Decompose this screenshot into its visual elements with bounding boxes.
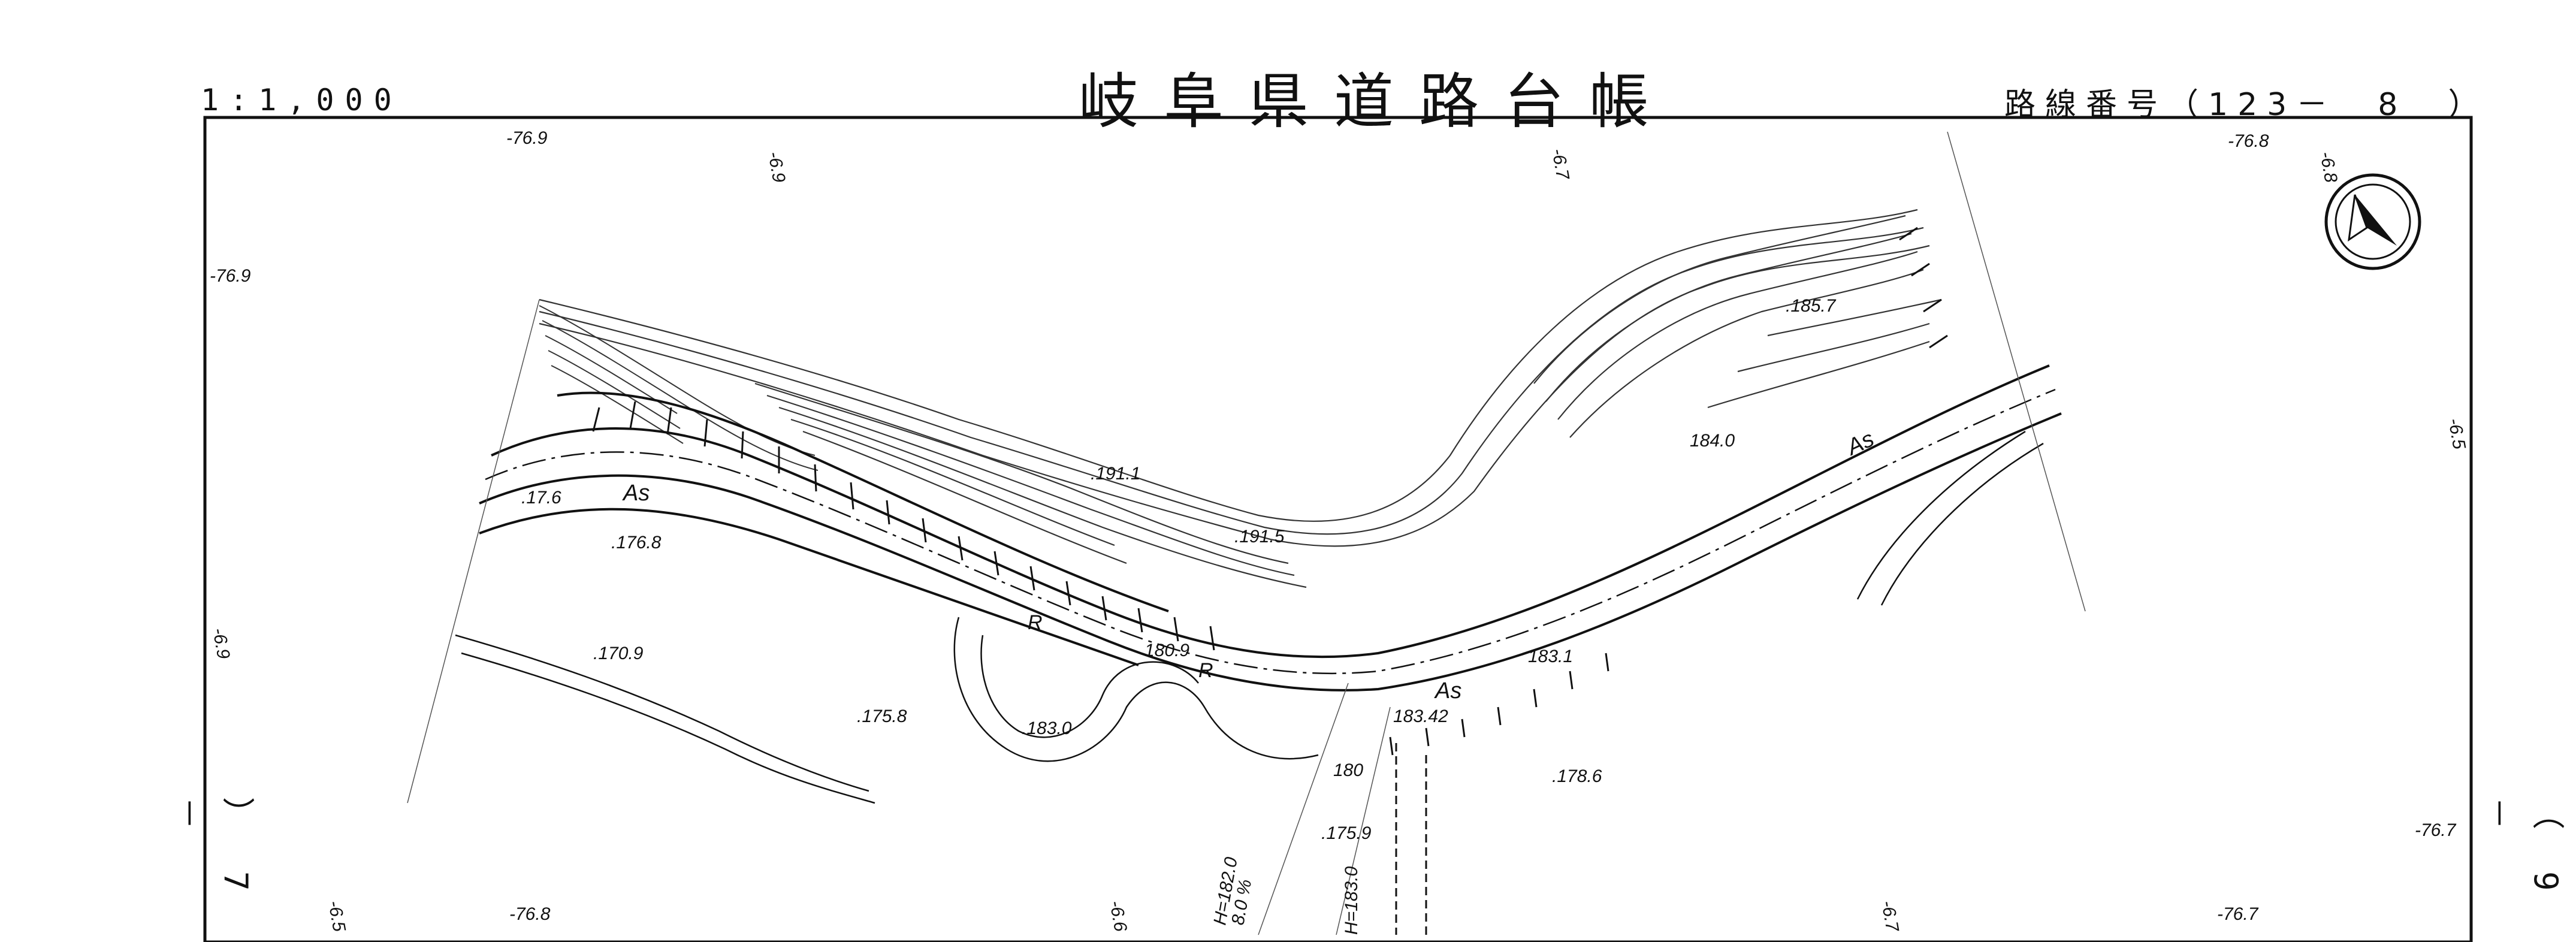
border-label: -6.5 bbox=[2444, 416, 2469, 451]
border-label: -76.8 bbox=[509, 904, 551, 924]
border-label: -6.7 bbox=[1548, 147, 1573, 182]
elevation-label: .176.8 bbox=[611, 533, 662, 552]
pavement-label: As bbox=[622, 481, 650, 506]
border-label: -76.9 bbox=[506, 128, 548, 148]
curve-label: R bbox=[1028, 611, 1043, 634]
side-label-left: ）7－ bbox=[170, 797, 255, 933]
scale-label: 1:1,000 bbox=[201, 83, 403, 117]
elevation-label: .185.7 bbox=[1786, 296, 1837, 316]
road-branch-south bbox=[1395, 743, 1427, 935]
border-label: -76.7 bbox=[2217, 904, 2259, 924]
elevation-label: .175.9 bbox=[1321, 823, 1372, 843]
contour-lines-north bbox=[539, 209, 1942, 588]
border-label: -76.9 bbox=[210, 266, 251, 286]
curve-label: R bbox=[1198, 659, 1213, 682]
elevation-label: .191.1 bbox=[1091, 464, 1140, 484]
north-arrow-icon bbox=[2324, 173, 2421, 270]
stream-lines bbox=[455, 430, 2044, 804]
map-frame bbox=[203, 116, 2473, 942]
elevation-label: .17.6 bbox=[521, 488, 561, 508]
border-label: -6.6 bbox=[1106, 899, 1131, 933]
border-label: -6.8 bbox=[2316, 150, 2341, 184]
border-label: -6.5 bbox=[324, 899, 349, 933]
elevation-label: .183.0 bbox=[1022, 718, 1072, 738]
elevation-label: 183.42 bbox=[1393, 707, 1448, 726]
pavement-label: As bbox=[1434, 678, 1461, 704]
side-label-right: （9－ bbox=[2480, 797, 2565, 933]
border-label: -76.7 bbox=[2415, 820, 2457, 840]
embankment-ticks bbox=[592, 227, 1948, 756]
border-label: -6.9 bbox=[764, 150, 789, 184]
elevation-label: 184.0 bbox=[1690, 431, 1735, 451]
elevation-label: .178.6 bbox=[1552, 766, 1602, 786]
pavement-label: As bbox=[1842, 426, 1878, 461]
profile-label: H=183.0 bbox=[1342, 866, 1361, 935]
border-label: -76.8 bbox=[2228, 131, 2269, 151]
elevation-label: .191.5 bbox=[1234, 527, 1285, 547]
border-label: -6.7 bbox=[1877, 899, 1902, 934]
elevation-label: 180.9 bbox=[1144, 641, 1189, 660]
border-label: -6.9 bbox=[209, 626, 234, 660]
guide-lines bbox=[407, 131, 2086, 935]
road-centerline bbox=[485, 388, 2056, 675]
road-edges bbox=[479, 364, 2062, 692]
elevation-label: .170.9 bbox=[593, 644, 644, 663]
elevation-label: 183.1 bbox=[1528, 647, 1573, 666]
elevation-label: .175.8 bbox=[857, 707, 907, 726]
page-title: 岐阜県道路台帳 bbox=[1079, 67, 1674, 137]
elevation-label: 180 bbox=[1333, 760, 1363, 780]
